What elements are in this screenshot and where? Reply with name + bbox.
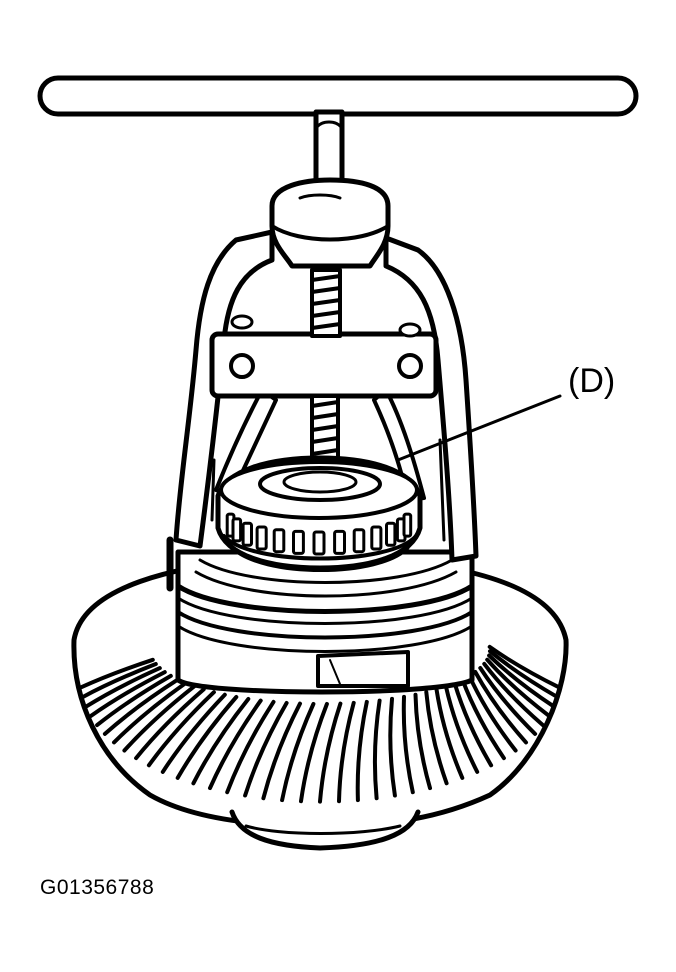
gear-tooth [95, 673, 173, 728]
gear-tooth [146, 690, 216, 768]
gear-tooth [191, 697, 251, 786]
puller-body [173, 229, 479, 563]
gear-tooth [460, 677, 506, 761]
bearing-roller [370, 525, 383, 551]
puller-head [269, 177, 391, 269]
gear-tooth [80, 662, 158, 700]
bearing-roller [385, 521, 397, 547]
gear-tooth [243, 701, 289, 798]
gear-tooth [134, 687, 206, 761]
gear-tooth [478, 666, 538, 736]
gear-tooth [112, 681, 188, 745]
gear-tooth [487, 653, 557, 709]
bearing-roller [352, 528, 366, 554]
gear-tooth [473, 670, 528, 745]
gear-tooth [485, 657, 552, 718]
gear-tooth [452, 681, 494, 768]
gear-tooth [83, 666, 162, 709]
gear-tooth [372, 698, 382, 801]
gear-tooth [208, 698, 263, 791]
gear-tooth [443, 684, 480, 774]
gear-tooth [467, 673, 518, 753]
gear-tooth [175, 695, 239, 780]
figure-id: G01356788 [40, 876, 155, 899]
bearing-rollers [225, 512, 413, 556]
bearing [215, 455, 423, 572]
gear-tooth [88, 670, 167, 718]
gear-tooth [424, 690, 449, 786]
gear-tooth [299, 702, 329, 804]
bearing-roller [272, 528, 286, 554]
bearing-roller [255, 525, 268, 551]
gear-tooth [401, 694, 415, 795]
gear-tooth [355, 699, 369, 803]
callout-leader-line [396, 394, 562, 462]
bearing-roller [402, 512, 413, 538]
gear-tooth [488, 649, 560, 700]
bearing-roller [231, 517, 243, 543]
gear-tooth [160, 692, 227, 774]
gear-tooth [318, 701, 343, 804]
gear-tooth [388, 696, 397, 798]
bearing-roller [292, 529, 305, 555]
bearing-roller [312, 530, 326, 556]
ring-gear-teeth [78, 644, 562, 804]
gear-tooth [122, 684, 197, 753]
gear-tooth [434, 687, 465, 780]
gear-tooth [280, 702, 316, 803]
bearing-roller [241, 521, 254, 547]
callout-label-d: (D) [568, 362, 616, 400]
gear-tooth [78, 657, 155, 690]
gear-tooth [482, 661, 545, 728]
gear-tooth [102, 677, 180, 736]
gear-tooth [413, 692, 432, 791]
gear-tooth [487, 644, 562, 690]
gear-tooth [261, 701, 302, 801]
differential-case [166, 536, 475, 695]
bearing-roller [333, 529, 347, 555]
gear-tooth [337, 700, 356, 804]
gear-tooth [225, 699, 276, 795]
